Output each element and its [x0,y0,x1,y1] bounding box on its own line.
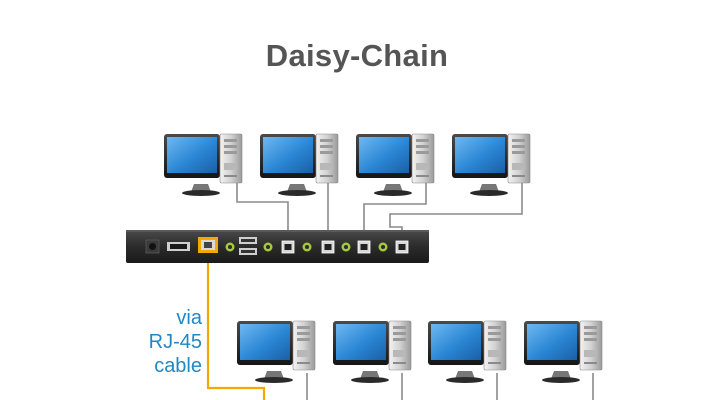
usb-cable [389,183,523,241]
power-port [145,239,160,254]
led [225,242,235,252]
video-port [167,242,190,251]
usb-b-port [281,240,295,254]
usb-a-ports [239,237,257,255]
rj45-cable [206,247,266,400]
computer [332,320,412,384]
usb-b-port [321,240,335,254]
kvm-switch [126,230,429,263]
computer [451,133,531,197]
cable-label-line: cable [154,355,202,377]
computer [163,133,243,197]
usb-b-port [395,240,409,254]
led [302,242,312,252]
computer [259,133,339,197]
computer [236,320,316,384]
usb-cable [363,183,427,241]
computer [523,320,603,384]
cable-label: via RJ-45 cable [130,306,202,378]
diagram-title: Daisy-Chain [265,38,449,73]
usb-b-port [357,240,371,254]
cable-label-line: RJ-45 [148,331,202,353]
led [341,242,351,252]
computer [355,133,435,197]
computer [427,320,507,384]
usb-cable [236,183,289,241]
lower-cables [306,373,594,400]
led [263,242,273,252]
rj45-port [198,237,218,253]
led [378,242,388,252]
cable-label-line: via [176,307,202,329]
